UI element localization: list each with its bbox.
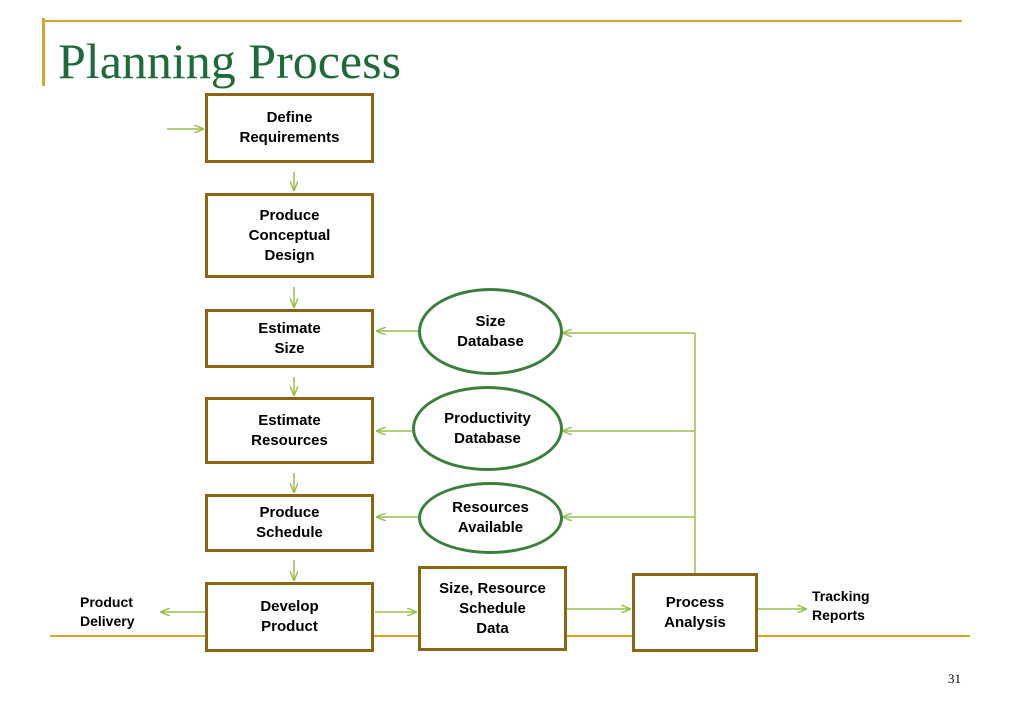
estimate-size-label: Estimate Size	[258, 319, 321, 357]
size-resource-schedule-data-label: Size, Resource Schedule Data	[439, 579, 546, 637]
produce-conceptual-design-label: Produce Conceptual Design	[248, 206, 331, 264]
define-requirements-box: Define Requirements	[205, 93, 374, 163]
estimate-size-box: Estimate Size	[205, 309, 374, 368]
slide-title: Planning Process	[58, 33, 402, 89]
produce-conceptual-design-box: Produce Conceptual Design	[205, 193, 374, 278]
estimate-resources-label: Estimate Resources	[251, 411, 328, 449]
produce-schedule-box: Produce Schedule	[205, 494, 374, 552]
tracking-reports-label: Tracking Reports	[812, 588, 870, 623]
estimate-resources-box: Estimate Resources	[205, 397, 374, 464]
product-delivery-label: Product Delivery	[80, 594, 135, 629]
page-number: 31	[948, 671, 961, 686]
size-database-label: Size Database	[457, 312, 524, 350]
title-top-rule	[42, 20, 962, 22]
productivity-database-label: Productivity Database	[444, 409, 531, 447]
develop-product-box: Develop Product	[205, 582, 374, 652]
define-requirements-label: Define Requirements	[239, 109, 340, 146]
size-database-oval: Size Database	[418, 288, 563, 375]
title-vertical-rule	[42, 18, 45, 86]
process-analysis-box: Process Analysis	[632, 573, 758, 652]
develop-product-label: Develop Product	[260, 598, 319, 635]
produce-schedule-label: Produce Schedule	[256, 504, 323, 541]
productivity-database-oval: Productivity Database	[412, 386, 563, 471]
resources-available-label: Resources Available	[452, 499, 529, 536]
size-resource-schedule-data-box: Size, Resource Schedule Data	[418, 566, 567, 651]
process-analysis-label: Process Analysis	[664, 593, 726, 631]
resources-available-oval: Resources Available	[418, 482, 563, 554]
